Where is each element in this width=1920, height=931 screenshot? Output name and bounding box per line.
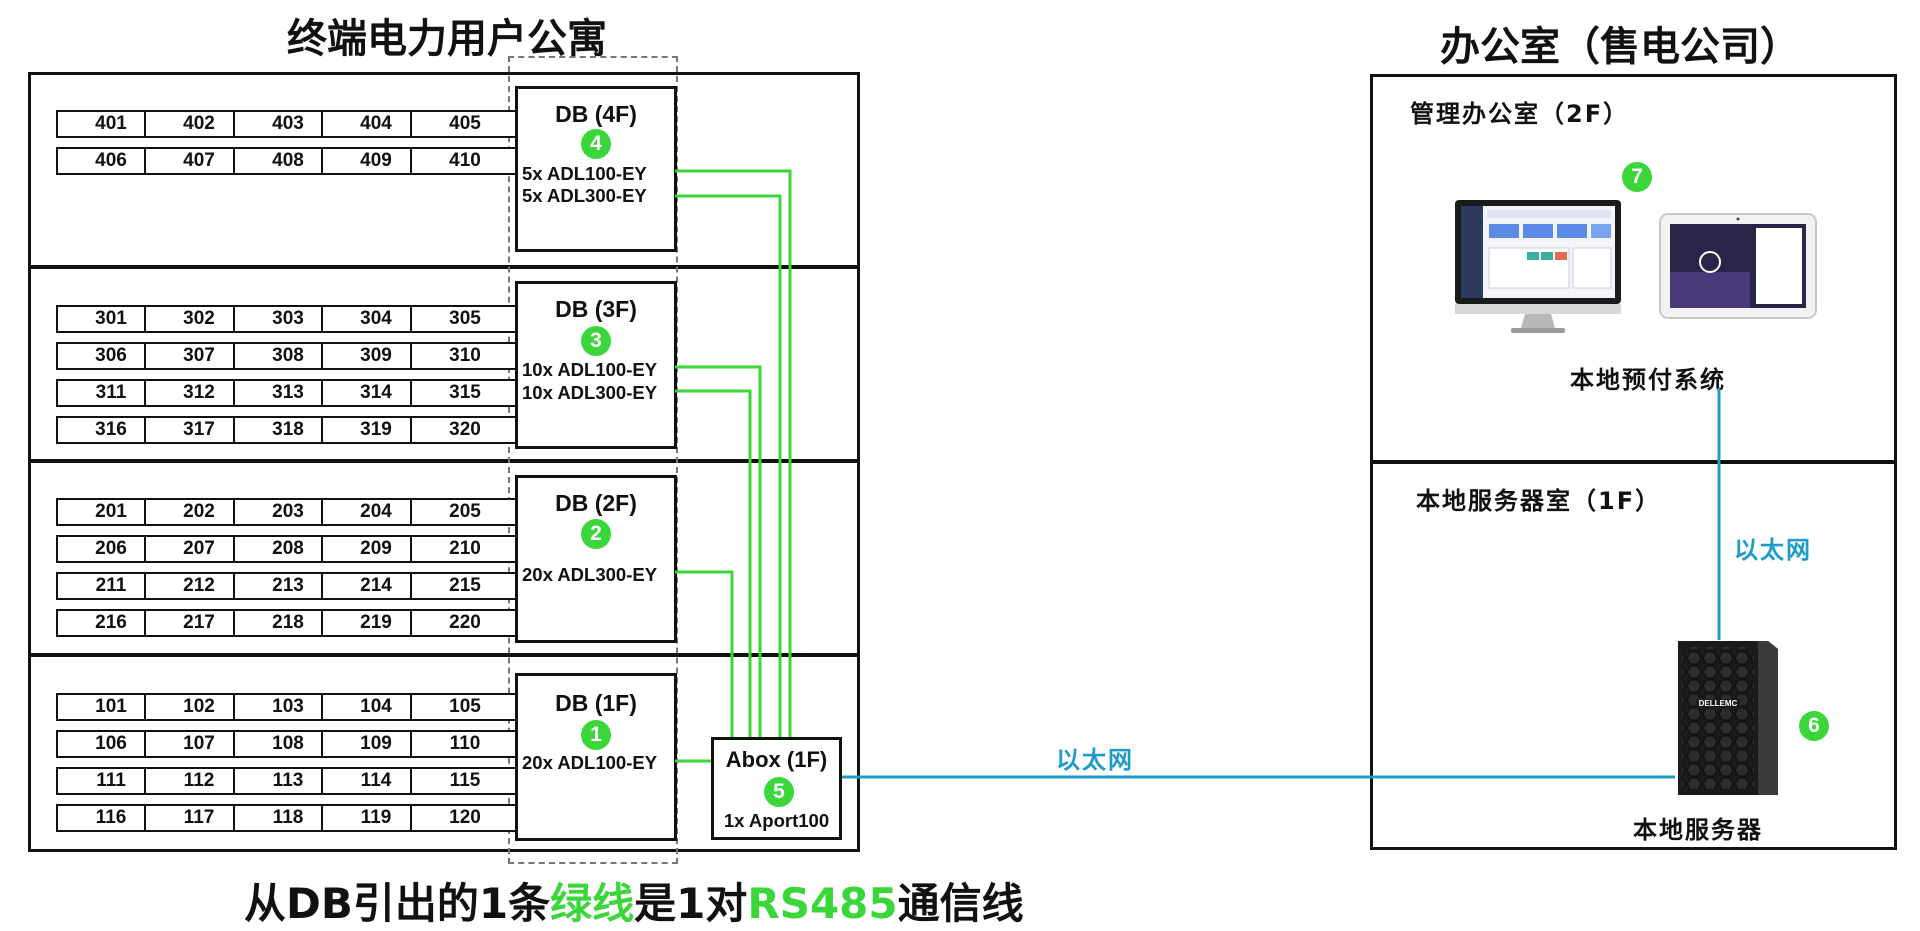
db-box-3f: DB (3F) 3 10x ADL100-EY 10x ADL300-EY <box>515 281 677 449</box>
badge-6: 6 <box>1799 711 1829 741</box>
mgmt-room-label: 管理办公室（2F） <box>1410 100 1630 128</box>
footer-part-3: 通信线 <box>897 879 1024 928</box>
meter-line-2: 10x ADL300-EY <box>522 382 658 403</box>
room-box: 320 <box>410 416 520 444</box>
room-box: 103 <box>233 693 343 721</box>
server-label: 本地服务器 <box>1633 816 1763 844</box>
meter-line-1: 20x ADL100-EY <box>522 752 658 773</box>
apartment-title: 终端电力用户公寓 <box>287 16 607 62</box>
floor-1 <box>28 654 860 852</box>
server-brand: DELLEMC <box>1698 699 1738 708</box>
room-box: 115 <box>410 767 520 795</box>
db-box-4f: DB (4F) 4 5x ADL100-EY 5x ADL300-EY <box>515 86 677 252</box>
monitor-icon <box>1453 198 1623 334</box>
room-box: 315 <box>410 379 520 407</box>
footer-part-2: 是1对 <box>634 879 748 928</box>
abox: Abox (1F) 5 1x Aport100 <box>711 737 842 840</box>
room-box: 310 <box>410 342 520 370</box>
room-box: 410 <box>410 147 520 175</box>
db-title: DB (3F) <box>555 296 637 322</box>
room-box: 405 <box>410 110 520 138</box>
badge-7: 7 <box>1622 162 1652 192</box>
room-box: 105 <box>410 693 520 721</box>
footer-green-1: 绿线 <box>550 879 635 928</box>
meter-line-1: 20x ADL300-EY <box>522 564 658 585</box>
office-title: 办公室（售电公司） <box>1440 24 1800 70</box>
server-room-label: 本地服务器室（1F） <box>1416 487 1662 515</box>
footer-part-1: 从DB引出的1条 <box>244 879 551 928</box>
db-title: DB (4F) <box>555 101 637 127</box>
abox-device: 1x Aport100 <box>723 810 830 831</box>
room-box: 218 <box>233 609 343 637</box>
abox-title: Abox (1F) <box>725 747 828 772</box>
footer-note: 从DB引出的1条绿线是1对RS485通信线 <box>244 870 1024 931</box>
db-box-1f: DB (1F) 1 20x ADL100-EY <box>515 673 677 841</box>
room-box: 114 <box>321 767 431 795</box>
footer-green-2: RS485 <box>747 879 898 928</box>
db-box-2f: DB (2F) 2 20x ADL300-EY <box>515 475 677 643</box>
ethernet-label-horizontal: 以太网 <box>1056 746 1134 774</box>
meter-line-1: 10x ADL100-EY <box>522 359 658 380</box>
badge-2: 2 <box>581 519 611 549</box>
badge-1: 1 <box>581 720 611 750</box>
db-title: DB (1F) <box>555 690 637 716</box>
badge-4: 4 <box>581 129 611 159</box>
badge-3: 3 <box>581 326 611 356</box>
room-box: 220 <box>410 609 520 637</box>
db-title: DB (2F) <box>555 490 637 516</box>
room-box: 215 <box>410 572 520 600</box>
ethernet-label-vertical: 以太网 <box>1734 536 1812 564</box>
server-icon: DELLEMC <box>1670 637 1780 797</box>
system-label: 本地预付系统 <box>1570 366 1726 394</box>
room-box: 305 <box>410 305 520 333</box>
badge-5: 5 <box>764 777 794 807</box>
meter-line-1: 5x ADL100-EY <box>522 163 647 184</box>
room-box: 120 <box>410 804 520 832</box>
office-floor-divider <box>1370 460 1897 464</box>
room-box: 210 <box>410 535 520 563</box>
tablet-icon <box>1658 212 1818 322</box>
room-box: 205 <box>410 498 520 526</box>
meter-line-2: 5x ADL300-EY <box>522 185 647 206</box>
room-box: 110 <box>410 730 520 758</box>
